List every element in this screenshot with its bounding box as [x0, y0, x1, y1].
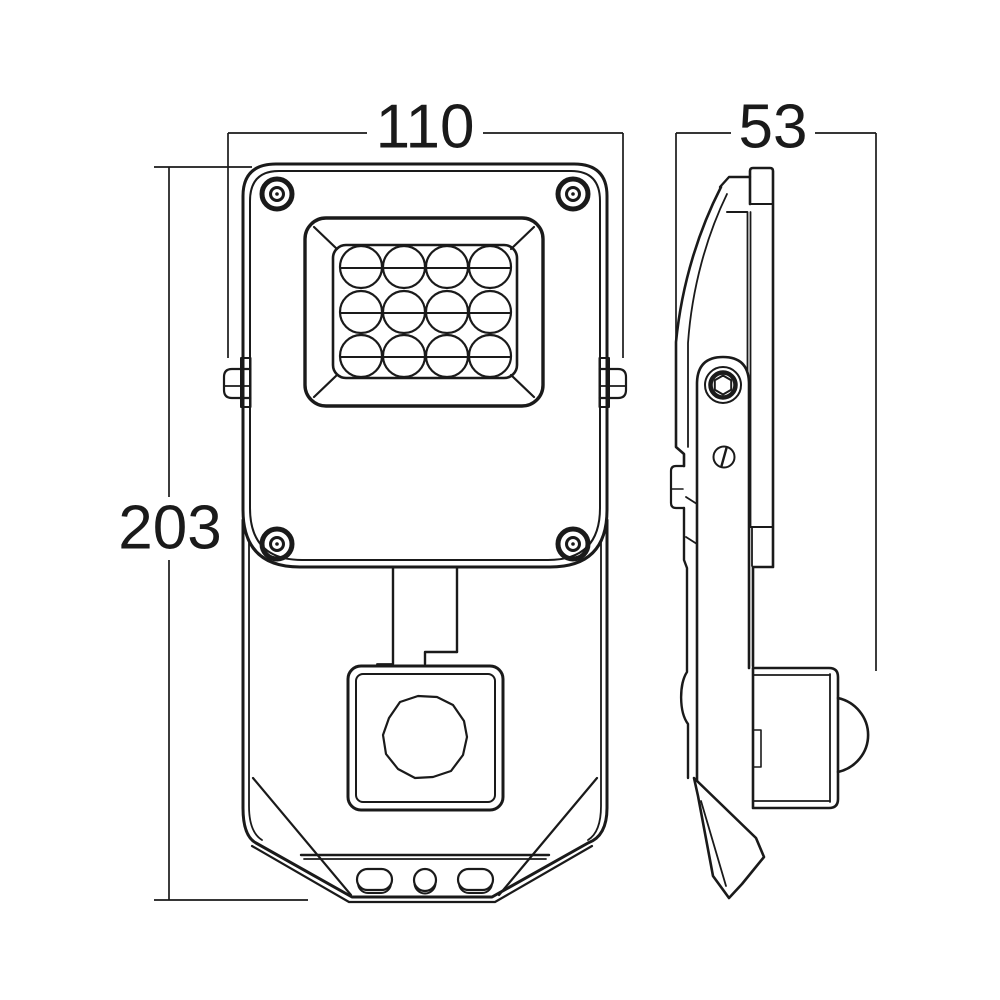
bracket-arm — [695, 355, 751, 782]
body-inner-outline — [249, 170, 601, 561]
adjustment-screw — [712, 445, 736, 469]
width-dimension: 110 — [227, 93, 624, 358]
depth-dimension-label: 53 — [739, 93, 808, 162]
mounting-holes — [355, 867, 495, 895]
bevel-edge-right — [497, 776, 599, 897]
sensor-side-step — [752, 729, 762, 768]
bevel-edge-left — [251, 776, 353, 897]
height-dimension-label: 203 — [118, 494, 221, 563]
bevel-corner — [312, 373, 339, 399]
housing-body — [241, 162, 609, 569]
bevel-corner — [509, 373, 536, 399]
mounting-plate-underside — [250, 844, 594, 904]
bevel-corner — [312, 225, 339, 251]
sensor-housing-side — [751, 666, 840, 810]
dimensions: 110 53 203 — [118, 93, 877, 901]
sensor-housing — [346, 664, 505, 812]
side-view — [669, 166, 870, 900]
front-glass — [746, 166, 775, 668]
back-profile — [669, 175, 752, 780]
sensor-housing-inner — [355, 673, 496, 803]
side-tab — [669, 464, 686, 510]
height-dimension: 203 — [118, 166, 308, 901]
mounting-hole-right — [456, 867, 495, 892]
mounting-hole-center — [412, 867, 438, 893]
pivot-knob-left — [222, 357, 252, 408]
led-panel-window — [331, 243, 519, 380]
front-view — [222, 162, 628, 904]
led-panel-frame — [303, 216, 545, 408]
pir-sensor — [346, 664, 505, 812]
width-dimension-label: 110 — [376, 93, 475, 162]
pivot-knob-right — [598, 357, 628, 408]
sensor-stem — [376, 565, 459, 669]
pir-sensor-side — [751, 666, 870, 810]
sensor-lens — [381, 694, 469, 780]
lower-housing — [241, 518, 609, 904]
mounting-hole-left — [355, 867, 394, 892]
led-panel — [303, 216, 545, 408]
pivot-bolt — [704, 366, 742, 404]
screw-slot — [720, 446, 728, 468]
hex-socket — [713, 374, 733, 396]
sensor-dome — [836, 696, 870, 774]
bevel-corner — [509, 225, 536, 251]
body-outline — [241, 162, 609, 569]
depth-dimension: 53 — [675, 93, 877, 671]
bracket-foot — [692, 776, 766, 900]
top-plate — [718, 175, 752, 189]
